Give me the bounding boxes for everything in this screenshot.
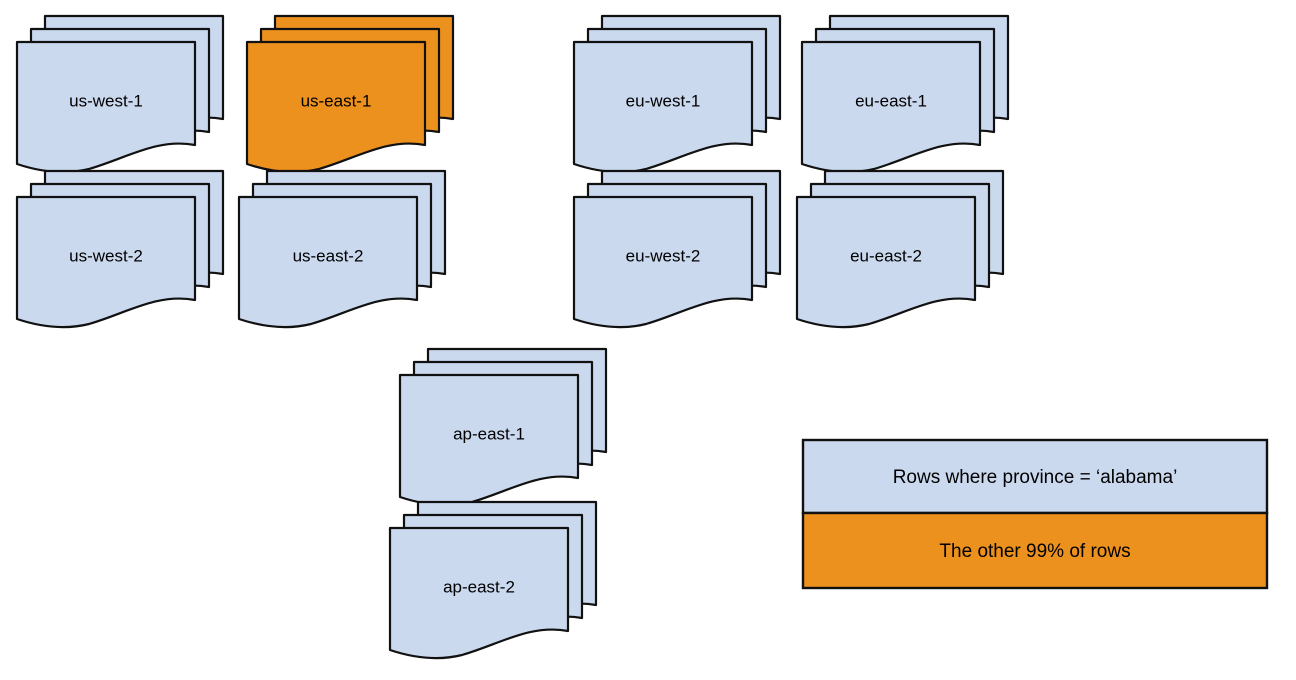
node-eu-east-1[interactable]: eu-east-1 — [800, 14, 1010, 174]
node-eu-east-2[interactable]: eu-east-2 — [795, 169, 1005, 329]
node-label: eu-west-1 — [626, 91, 701, 110]
node-ap-east-2[interactable]: ap-east-2 — [388, 500, 598, 660]
legend-swatch-orange — [801, 511, 1269, 590]
legend-label-blue: Rows where province = ‘alabama’ — [893, 467, 1178, 488]
node-label: us-east-2 — [293, 246, 364, 265]
legend: Rows where province = ‘alabama’ The othe… — [801, 438, 1269, 590]
node-label: eu-east-1 — [855, 91, 927, 110]
node-eu-west-2[interactable]: eu-west-2 — [572, 169, 782, 329]
node-label: us-west-1 — [69, 91, 143, 110]
node-us-west-1[interactable]: us-west-1 — [15, 14, 225, 174]
legend-label-orange: The other 99% of rows — [939, 541, 1130, 562]
node-label: eu-west-2 — [626, 246, 701, 265]
node-label: ap-east-2 — [443, 577, 515, 596]
node-label: us-east-1 — [301, 91, 372, 110]
node-eu-west-1[interactable]: eu-west-1 — [572, 14, 782, 174]
legend-item-orange: The other 99% of rows — [801, 511, 1269, 590]
node-us-east-2[interactable]: us-east-2 — [237, 169, 447, 329]
node-label: ap-east-1 — [453, 424, 525, 443]
node-us-west-2[interactable]: us-west-2 — [15, 169, 225, 329]
node-us-east-1[interactable]: us-east-1 — [245, 14, 455, 174]
legend-swatch-blue — [801, 438, 1269, 515]
node-ap-east-1[interactable]: ap-east-1 — [398, 347, 608, 507]
node-label: eu-east-2 — [850, 246, 922, 265]
legend-item-blue: Rows where province = ‘alabama’ — [801, 438, 1269, 515]
node-label: us-west-2 — [69, 246, 143, 265]
